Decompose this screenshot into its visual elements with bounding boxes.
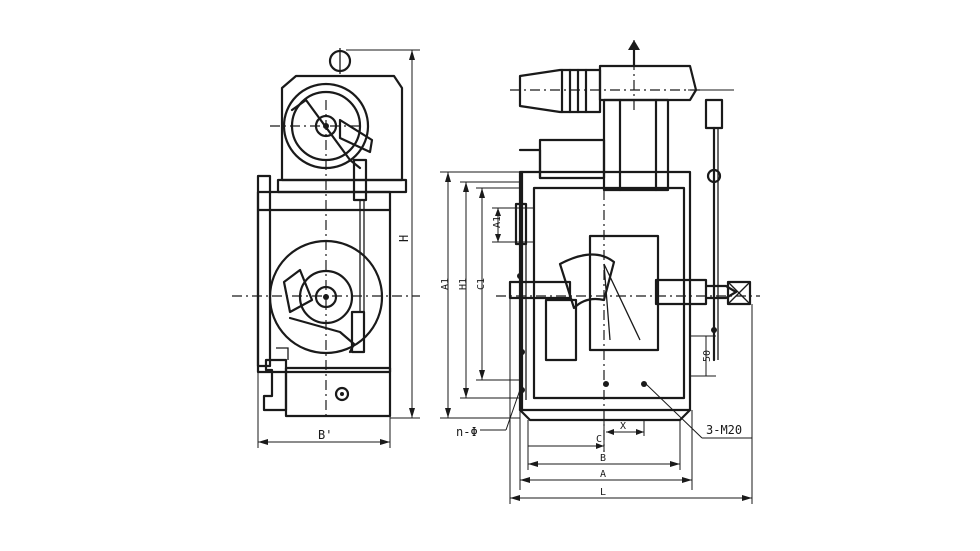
dim-50-label: 50 [702,350,713,362]
lower-box [284,366,392,418]
motor-head [598,64,698,102]
gearbox [602,98,670,192]
front-view: A1 H1 C1 A1 50 n-Φ 3-M20 [440,40,760,504]
dim-H1-label: H1 [458,278,469,290]
motor-cylinder [518,68,602,114]
dim-C1-label: C1 [476,278,487,290]
dim-C-label: C [596,434,602,445]
dim-A1-upper-label: A1 [492,216,503,228]
valve-body [256,190,392,374]
dim-Bprime-label: B' [318,428,332,442]
shaft-hub [508,280,572,300]
dim-B-label: B [600,453,606,464]
leader-M20-label: 3-M20 [706,423,742,437]
dim-H-label: H [397,235,411,242]
dim-A-label: A [600,469,606,480]
dim-X-label: X [620,421,626,432]
leader-n-phi-label: n-Φ [456,425,478,439]
dim-L-label: L [600,487,606,498]
front-body [518,170,692,412]
upper-flange [276,178,408,194]
dim-A1-label: A1 [440,278,451,290]
square-drive [726,280,752,306]
side-view: H B' [232,48,420,448]
right-clevis [704,98,724,130]
